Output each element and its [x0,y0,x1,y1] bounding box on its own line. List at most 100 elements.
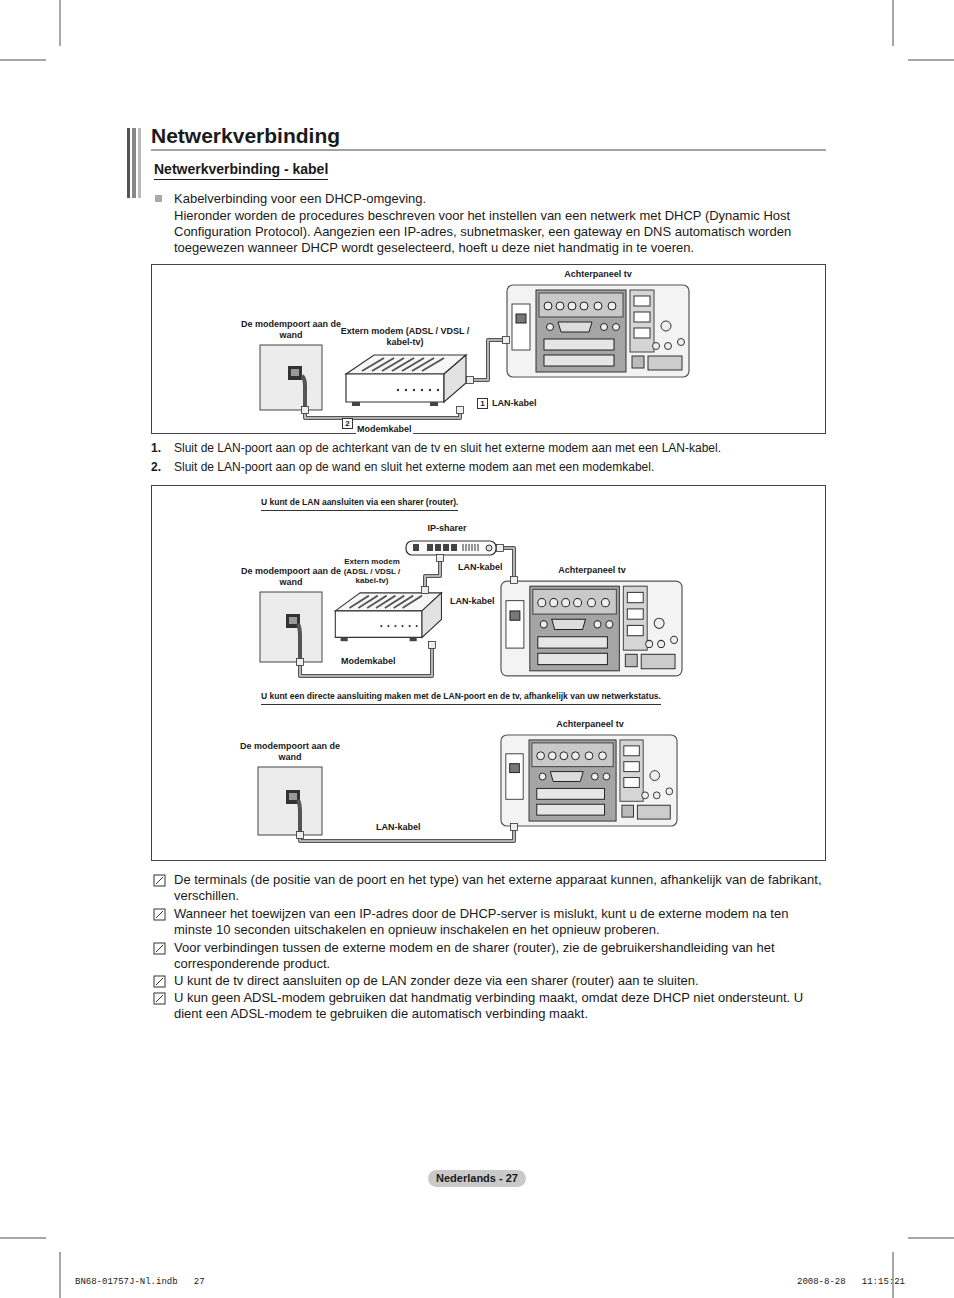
note-icons-part [156,945,163,952]
crop-marks-part [908,1238,954,1239]
note-icons [154,875,165,1004]
note-icons-part [154,909,165,920]
note-icons-part [156,911,163,918]
cable-plug [503,337,510,344]
cable-outline [425,558,440,590]
note-icons-part [154,875,165,886]
node-label: Extern modem (ADSL / VDSL / kabel-tv) [341,557,403,586]
node-label: De modempoort aan de wand [241,566,341,588]
wall-sockets-part [258,767,322,835]
crop-marks-part [893,1252,894,1298]
intro-line: Kabelverbinding voor een DHCP-omgeving. [174,191,824,207]
modem-drawings-part [346,355,466,406]
tv-panel: Achterpaneel tv [506,284,690,378]
cable-label: Modemkabel [356,424,413,435]
node-label: De modempoort aan de wand [241,319,341,341]
cable-label: LAN-kabel [457,562,504,573]
wall-sockets-part [298,800,300,835]
intro-paragraph: Hieronder worden de procedures beschreve… [174,208,826,256]
crop-marks-part [0,1238,46,1239]
cable-plug [467,377,474,384]
modem-drawings-part [335,593,441,641]
cable-plug [511,824,518,831]
note-icons-part [156,995,163,1002]
tv-panel-drawings [501,285,689,826]
crop-marks-part [893,0,894,46]
cable-label: LAN-kabel [449,596,496,607]
tv-panel: Achterpaneel tv [500,734,678,827]
wall-socket: De modempoort aan de wand [260,345,322,410]
cable-core [305,410,460,418]
wall-sockets-part [289,617,297,624]
note-text: U kun geen ADSL-modem gebruiken dat hand… [174,990,826,1022]
node-label: Achterpaneel tv [552,565,632,576]
step-text: Sluit de LAN-poort aan op de wand en slu… [174,460,824,475]
step-number: 2. [151,460,161,475]
cable-plug [297,659,304,666]
figure-heading: U kunt de LAN aansluiten via een sharer … [261,497,458,511]
note-icons-part [154,976,165,987]
cable-plug [429,642,436,649]
ip-sharer: IP-sharer [405,538,500,558]
note-text: Wanneer het toewijzen van een IP-adres d… [174,906,826,938]
tv-panel-drawings-part [507,285,689,377]
cable-plug [302,407,309,414]
node-label: IP-sharer [417,523,477,534]
crop-marks-part [908,60,954,61]
cable-label: LAN-kabel [491,398,538,409]
cable [422,555,444,594]
figure-heading: U kunt een directe aansluiting maken met… [261,691,661,705]
title-bars-part [138,128,141,198]
cable-outline [300,645,432,676]
callout-number: 1 [477,398,488,409]
wall-socket: De modempoort aan de wand [260,592,322,662]
figure-frames-part [152,265,826,434]
cable-plug [497,545,504,552]
cable-plug [422,587,429,594]
note-icons-part [156,978,163,985]
crop-marks-part [60,1252,61,1298]
wall-sockets-part [302,376,305,410]
wall-sockets-part [260,345,322,410]
wall-sockets-part [260,592,322,662]
tv-panel-drawings-part [501,581,682,676]
note-icons-part [154,943,165,954]
title-bars-part [127,128,130,198]
wall-sockets-part [291,369,299,376]
sharer-drawing [406,541,496,555]
wall-socket: De modempoort aan de wand [258,767,322,835]
tv-panel-drawings-part [501,735,677,826]
cable-outline [470,340,506,380]
cable-plug [511,577,518,584]
cable-plug [437,555,444,562]
cable [302,407,464,419]
print-slug: BN68-01757J-Nl.indb 27 [75,1277,205,1288]
cable [467,337,510,384]
cable-core [425,558,440,590]
bullet-square [155,195,162,202]
modem: Extern modem (ADSL / VDSL / kabel-tv) [340,352,470,410]
figure-frames-part [152,486,826,861]
cable-core [300,645,432,676]
cable-label: LAN-kabel [375,822,422,833]
cable-core [470,340,506,380]
note-text: De terminals (de positie van de poort en… [174,872,826,904]
print-slug: 2008-8-28 11:15:21 [797,1277,905,1288]
cable-outline [305,410,460,418]
tv-panel: Achterpaneel tv [500,580,683,677]
cable [297,642,436,677]
callout-number: 2 [342,418,353,429]
page-number: Nederlands - 27 [428,1170,526,1187]
note-text: U kunt de tv direct aansluiten op de LAN… [174,973,826,989]
node-label: Achterpaneel tv [550,719,630,730]
step-text: Sluit de LAN-poort aan op de achterkant … [174,441,824,456]
section-heading: Netwerkverbinding - kabel [154,161,328,180]
modem: Extern modem (ADSL / VDSL / kabel-tv) [330,590,445,645]
note-icons-part [154,993,165,1004]
node-label: Achterpaneel tv [548,269,648,280]
figure-frames [152,265,826,861]
